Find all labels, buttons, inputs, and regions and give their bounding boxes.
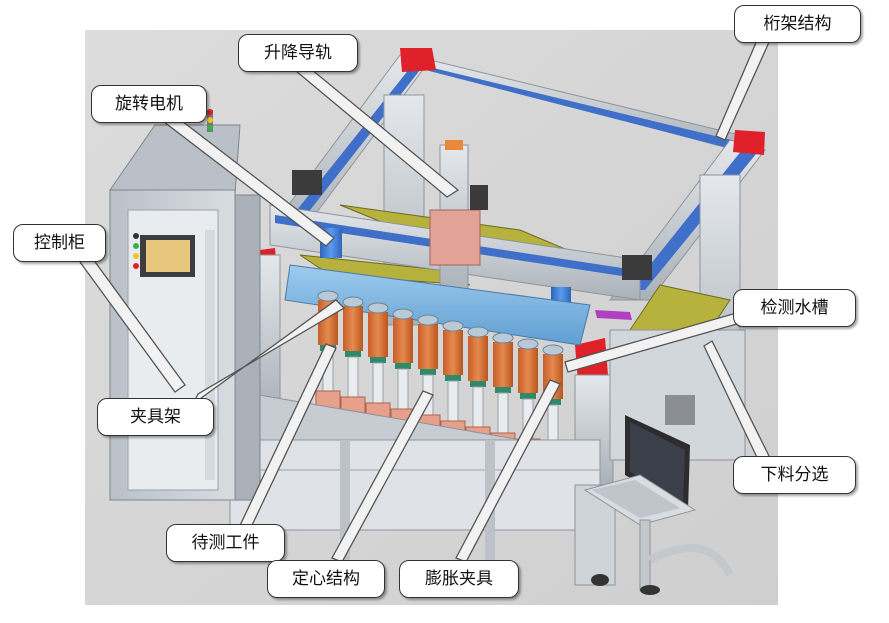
red-cap [400,48,436,72]
label-test-tank: 检测水槽 [733,289,856,327]
control-cabinet [109,109,261,501]
label-rotary-motor: 旋转电机 [91,85,207,123]
expansion-clamp [340,296,366,416]
red-cap [733,130,765,155]
expansion-clamp [390,308,416,428]
water-tank [284,264,591,346]
conveyor-belt [299,254,471,286]
label-workpiece-to-test: 待测工件 [166,524,285,562]
label-lift-rail: 升降导轨 [238,34,358,72]
label-expansion-fixture: 膨胀夹具 [399,560,519,598]
leader-lines [79,37,773,563]
label-gantry-structure: 桁架结构 [734,5,861,43]
label-control-cabinet: 控制柜 [13,224,106,262]
label-unload-sorting: 下料分选 [733,456,856,494]
label-centering-structure: 定心结构 [267,560,385,598]
computer-workstation [583,415,734,595]
label-fixture-rack: 夹具架 [97,398,214,436]
lift-carriage [429,209,481,266]
hmi-screen [146,240,190,272]
